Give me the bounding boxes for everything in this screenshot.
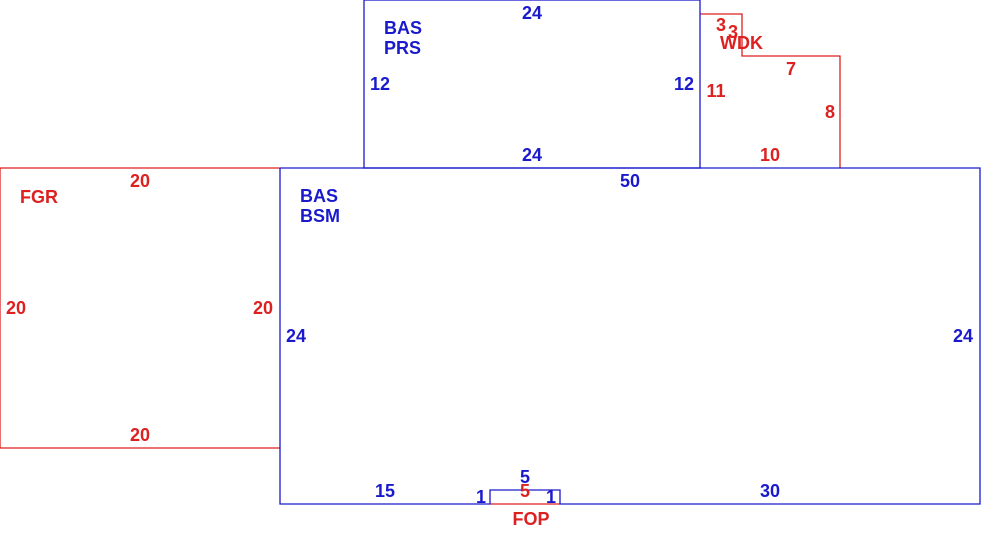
bas-bsm-code2: BSM xyxy=(300,206,340,226)
bas-prs-code2: PRS xyxy=(384,38,421,58)
bas-prs-code1: BAS xyxy=(384,18,422,38)
fgr-right-dim: 20 xyxy=(253,298,273,318)
wdk-outline xyxy=(700,13,841,168)
fgr-top-dim: 20 xyxy=(130,171,150,191)
fgr-bottom-dim: 20 xyxy=(130,425,150,445)
bas-bsm-area xyxy=(279,167,981,505)
bas-bsm-outline xyxy=(279,167,981,505)
bas-prs-top-dim: 24 xyxy=(522,3,542,23)
bas-bsm-bottom-left-dim: 15 xyxy=(375,481,395,501)
fgr-outline xyxy=(0,167,280,449)
notch-left-dim: 1 xyxy=(476,487,486,507)
notch-right-dim: 1 xyxy=(546,487,556,507)
fgr-left-dim: 20 xyxy=(6,298,26,318)
fop-code: FOP xyxy=(512,509,549,529)
bas-bsm-code1: BAS xyxy=(300,186,338,206)
wdk-code: WDK xyxy=(720,33,763,53)
bas-bsm-top-dim: 50 xyxy=(620,171,640,191)
notch-top-dim: 5 xyxy=(520,467,530,487)
bas-prs-bottom-dim: 24 xyxy=(522,145,542,165)
wdk-area xyxy=(700,13,841,168)
wdk-dim-4: 8 xyxy=(825,102,835,122)
bas-prs-left-dim: 12 xyxy=(370,74,390,94)
wdk-dim-6: 11 xyxy=(706,81,725,101)
fop-width-dim: 5 xyxy=(520,481,530,501)
fgr-area xyxy=(0,167,280,449)
bas-bsm-right-dim: 24 xyxy=(953,326,973,346)
wdk-dim-3: 7 xyxy=(786,59,796,79)
wdk-dim-1: 3 xyxy=(716,15,726,35)
bas-bsm-left-dim: 24 xyxy=(286,326,306,346)
fgr-code: FGR xyxy=(20,187,58,207)
wdk-dim-5: 10 xyxy=(760,145,780,165)
bas-bsm-bottom-right-dim: 30 xyxy=(760,481,780,501)
wdk-dim-2: 3 xyxy=(728,22,738,42)
bas-prs-right-dim: 12 xyxy=(674,74,694,94)
